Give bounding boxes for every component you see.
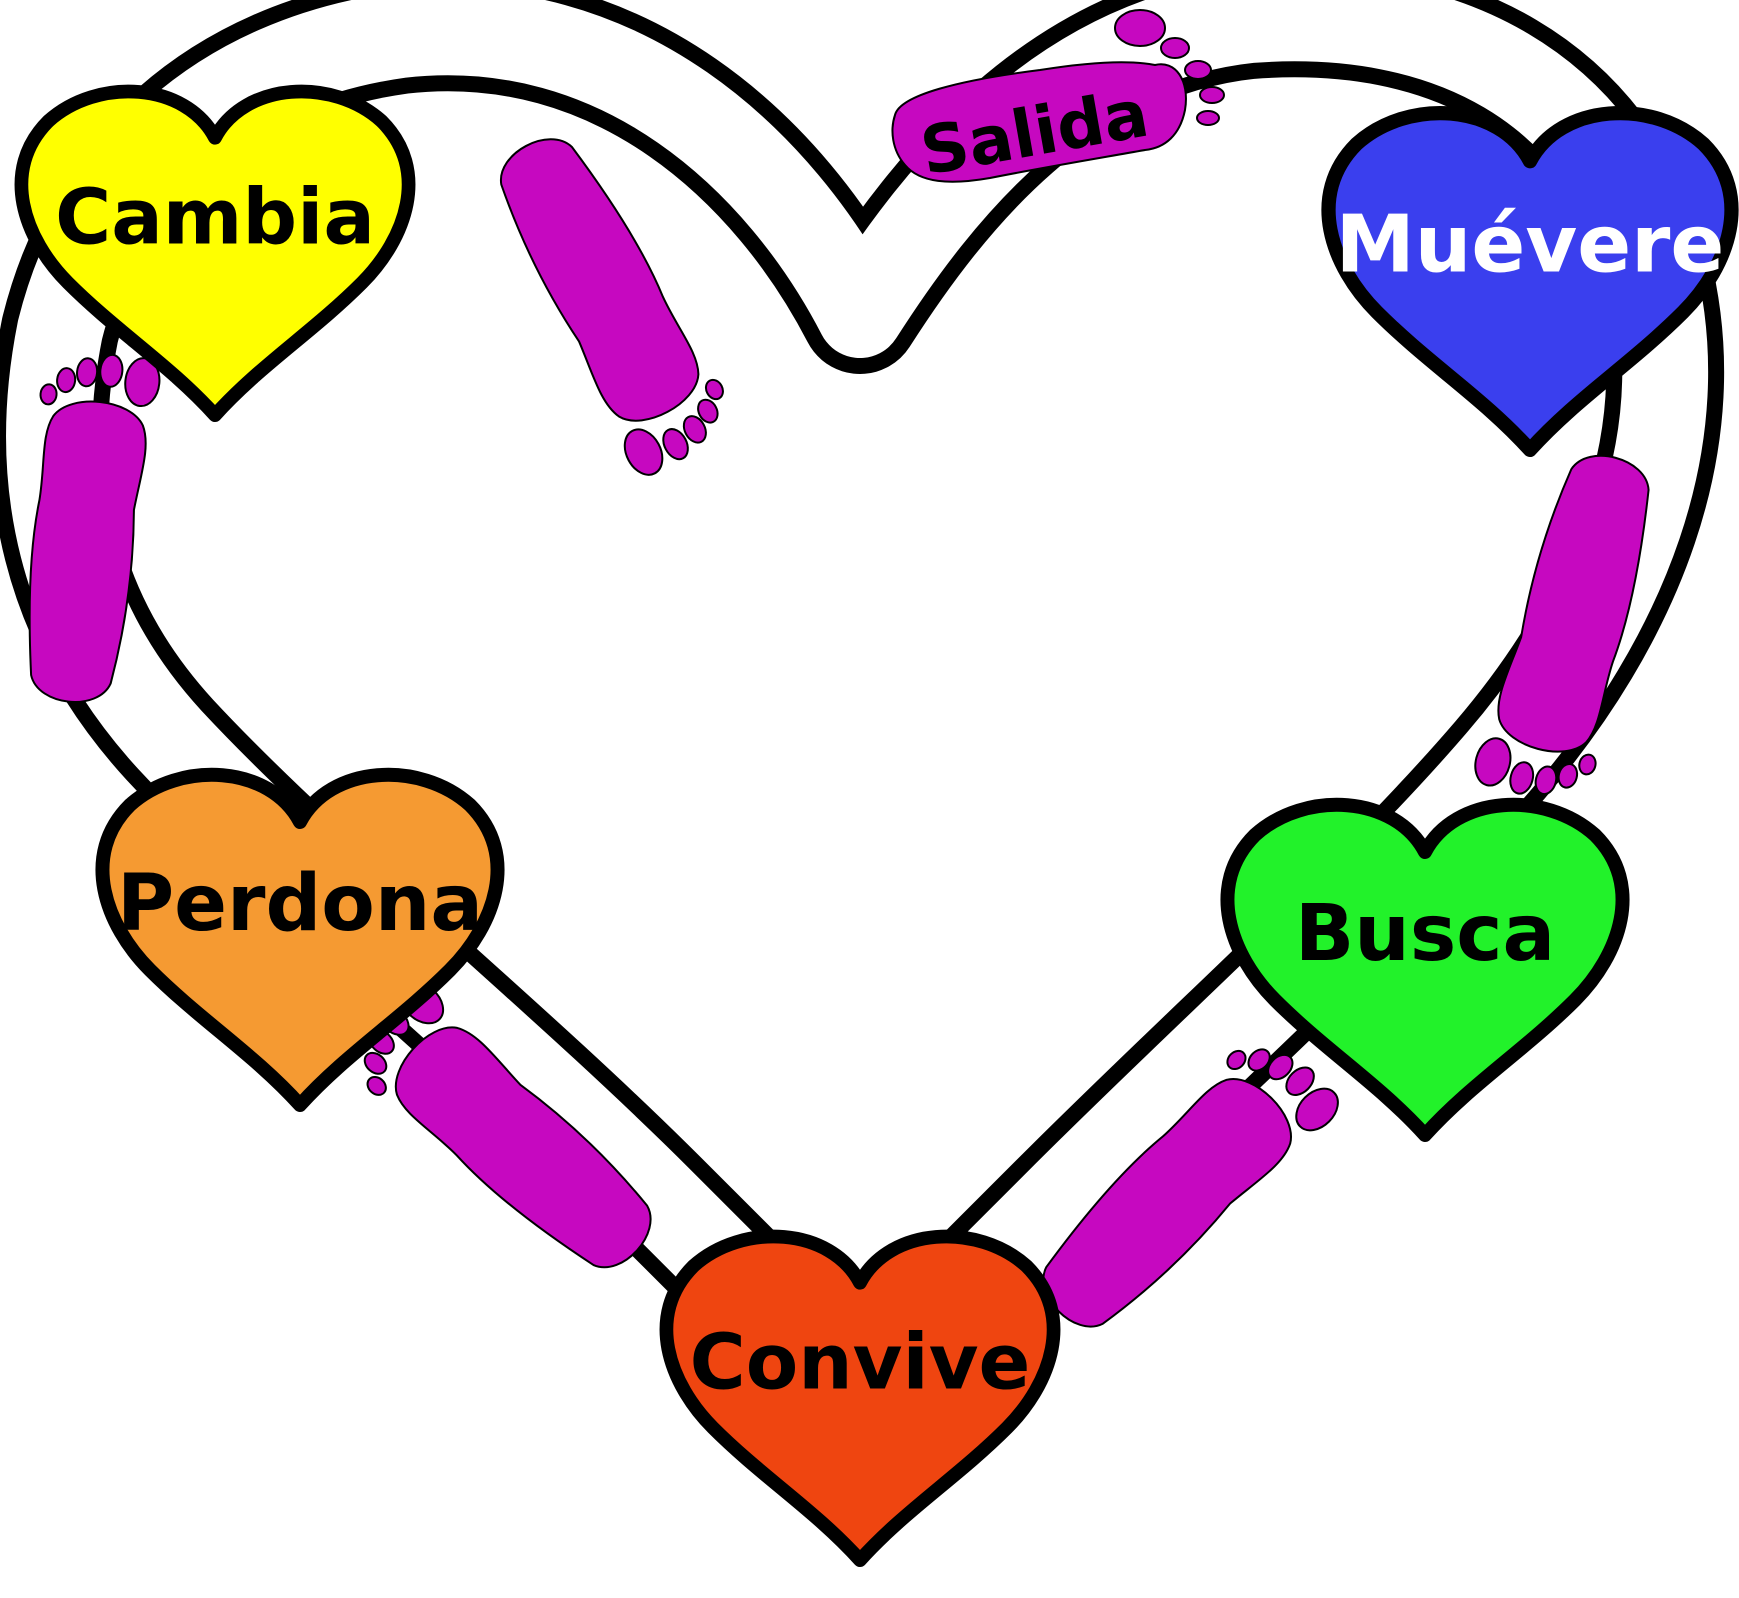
- node-label-cambia: Cambia: [55, 174, 375, 263]
- node-busca: Busca: [1227, 805, 1622, 1135]
- node-cambia: Cambia: [21, 92, 408, 416]
- node-label-busca: Busca: [1295, 889, 1555, 979]
- node-label-muevere: Muévere: [1336, 197, 1725, 290]
- start-node: Salida: [891, 9, 1225, 190]
- node-muevere: Muévere: [1329, 113, 1732, 450]
- node-label-perdona: Perdona: [117, 859, 483, 949]
- node-convive: Convive: [666, 1237, 1053, 1561]
- node-label-convive: Convive: [690, 1319, 1031, 1408]
- node-perdona: Perdona: [102, 775, 497, 1105]
